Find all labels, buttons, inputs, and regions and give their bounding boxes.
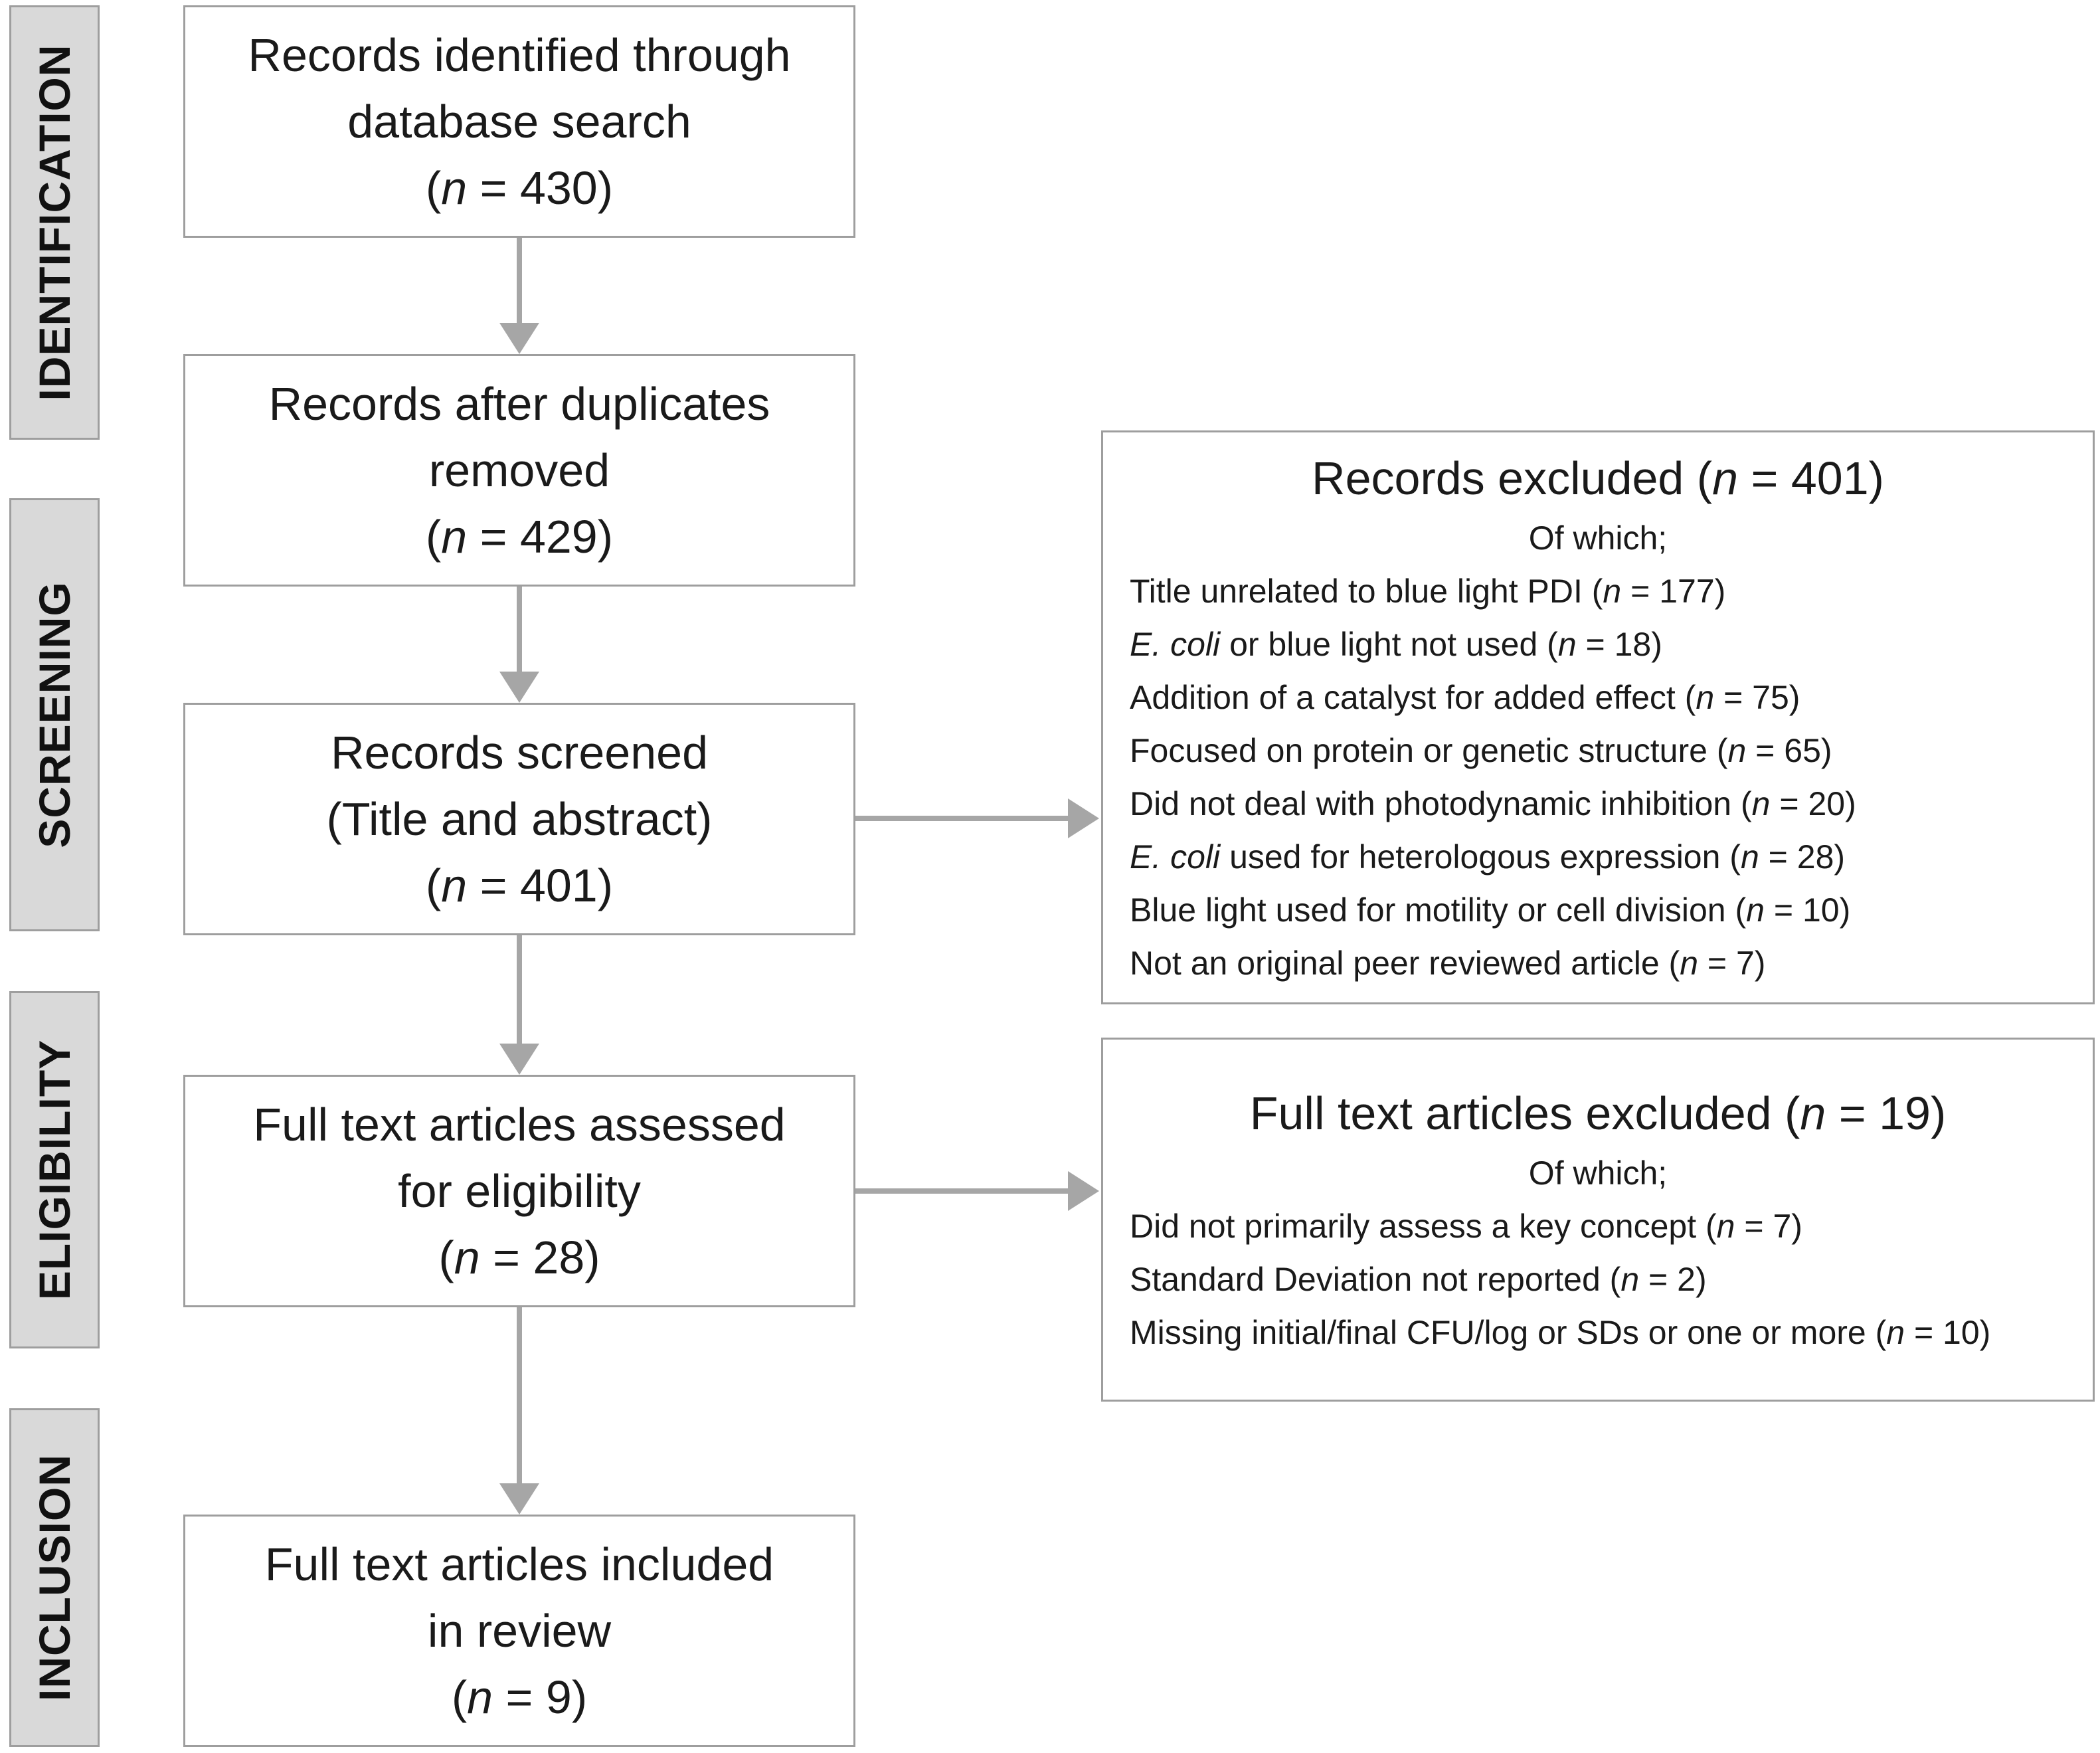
records-excluded-item: E. coli used for heterologous expression… — [1130, 838, 1846, 876]
full-text-included-line1: Full text articles included — [264, 1538, 774, 1590]
full-text-excluded-item: Missing initial/final CFU/log or SDs or … — [1130, 1314, 1991, 1351]
records-after-duplicates-count: (n = 429) — [425, 511, 614, 563]
full-text-excluded-item: Did not primarily assess a key concept (… — [1130, 1208, 1802, 1245]
records-excluded-item: Title unrelated to blue light PDI (n = 1… — [1130, 573, 1726, 610]
full-text-assessed-box: Full text articles assessed for eligibil… — [183, 1075, 855, 1307]
records-identified-line1: Records identified through — [248, 29, 791, 81]
records-excluded-item: E. coli or blue light not used (n = 18) — [1130, 626, 1662, 663]
records-screened-line1: Records screened — [330, 727, 709, 779]
arrow-screened-to-excluded-head — [1068, 798, 1099, 838]
arrow-assessed-to-included-head — [499, 1483, 539, 1515]
records-after-duplicates-line2: removed — [428, 444, 610, 496]
full-text-excluded-title: Full text articles excluded (n = 19) — [1249, 1087, 1947, 1139]
arrow-identified-to-duplicates-head — [499, 323, 539, 354]
full-text-assessed-count: (n = 28) — [438, 1232, 600, 1283]
full-text-included-box: Full text articles included in review (n… — [183, 1515, 855, 1747]
records-excluded-item: Not an original peer reviewed article (n… — [1130, 945, 1766, 982]
full-text-included-count: (n = 9) — [451, 1671, 588, 1723]
records-screened-line2: (Title and abstract) — [326, 793, 713, 845]
phase-screening: SCREENING — [9, 498, 100, 931]
phase-eligibility: ELIGIBILITY — [9, 991, 100, 1348]
records-excluded-item: Did not deal with photodynamic inhibitio… — [1130, 785, 1856, 822]
records-identified-line2: database search — [347, 96, 691, 147]
records-after-duplicates-box: Records after duplicates removed (n = 42… — [183, 354, 855, 587]
records-identified-box: Records identified through database sear… — [183, 5, 855, 238]
full-text-excluded-item: Standard Deviation not reported (n = 2) — [1130, 1261, 1707, 1298]
records-excluded-box: Records excluded (n = 401) Of which; Tit… — [1101, 430, 2095, 1004]
phase-identification: IDENTIFICATION — [9, 5, 100, 440]
full-text-assessed-line1: Full text articles assessed — [253, 1099, 786, 1151]
records-excluded-subtitle: Of which; — [1528, 519, 1668, 557]
phase-inclusion: INCLUSION — [9, 1408, 100, 1747]
full-text-excluded-subtitle: Of which; — [1528, 1154, 1668, 1192]
records-after-duplicates-line1: Records after duplicates — [268, 378, 770, 430]
full-text-assessed-line2: for eligibility — [398, 1165, 641, 1217]
records-excluded-item: Blue light used for motility or cell div… — [1130, 891, 1851, 929]
records-screened-count: (n = 401) — [425, 860, 614, 911]
arrow-assessed-to-fulltext-excluded-head — [1068, 1171, 1099, 1211]
arrow-duplicates-to-screened-head — [499, 672, 539, 703]
full-text-included-line2: in review — [427, 1605, 612, 1657]
records-excluded-item: Focused on protein or genetic structure … — [1130, 732, 1832, 769]
full-text-excluded-box: Full text articles excluded (n = 19) Of … — [1101, 1038, 2095, 1402]
arrow-screened-to-assessed-head — [499, 1044, 539, 1075]
records-excluded-title: Records excluded (n = 401) — [1312, 452, 1884, 504]
records-identified-count: (n = 430) — [425, 162, 614, 214]
records-screened-box: Records screened (Title and abstract) (n… — [183, 703, 855, 935]
records-excluded-item: Addition of a catalyst for added effect … — [1130, 679, 1800, 716]
